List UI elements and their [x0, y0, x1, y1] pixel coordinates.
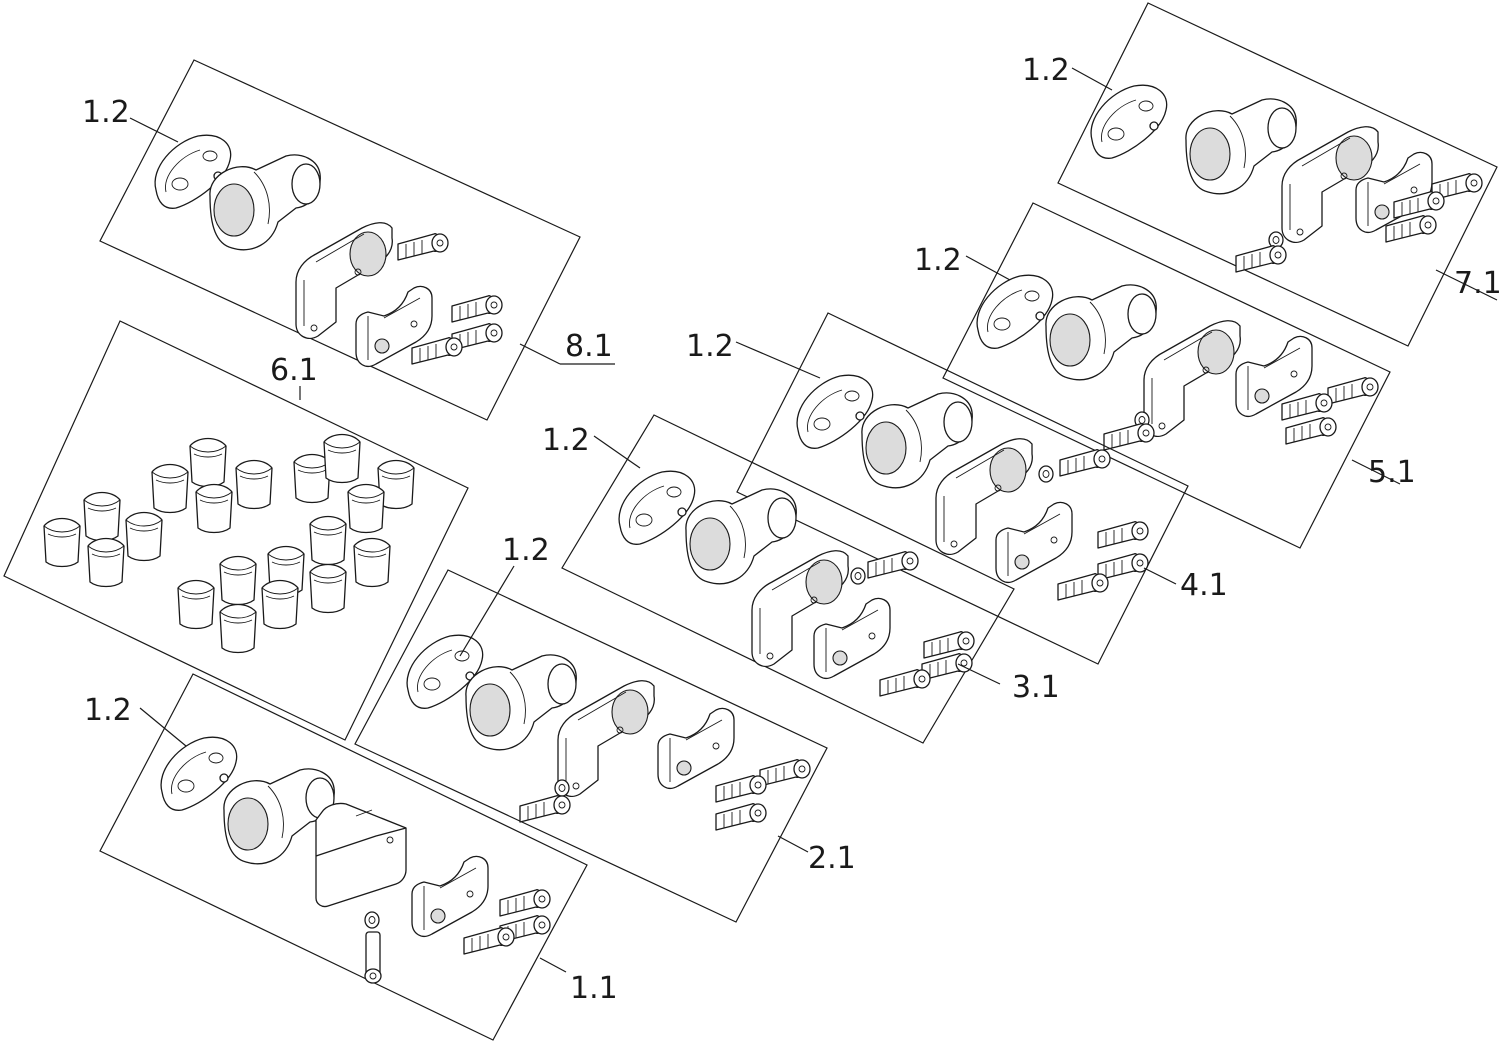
washer	[850, 567, 866, 585]
leader-line	[957, 663, 1001, 685]
washer	[364, 911, 380, 929]
vertical-cap-screw	[364, 931, 382, 984]
leader-line	[1351, 459, 1401, 485]
cap-screw	[463, 927, 515, 955]
cap-screw	[1281, 393, 1333, 421]
part-label: 1.2	[686, 329, 734, 364]
leader-line	[965, 255, 1011, 281]
cap-screw	[411, 337, 463, 365]
cap-screw	[715, 775, 767, 803]
frame-7-1	[1057, 2, 1498, 347]
frame-1-1	[99, 673, 588, 1041]
cap-screw	[1097, 521, 1149, 549]
cap-screw	[715, 803, 767, 831]
group-4-1: 1.2 4.1	[686, 312, 1228, 665]
group-label: 4.1	[1180, 568, 1228, 603]
group-label: 8.1	[565, 329, 613, 364]
cap-screw	[397, 233, 449, 261]
cap-screw	[451, 295, 503, 323]
saddle-half	[813, 597, 891, 680]
leader-line	[539, 957, 567, 973]
clamp-block	[315, 802, 407, 908]
group-8-1: 1.2 8.1	[82, 59, 615, 421]
leader-line	[1143, 567, 1177, 585]
group-1-1: 1.2 1.1	[84, 673, 618, 1041]
group-label: 5.1	[1368, 455, 1416, 490]
part-label: 1.2	[82, 95, 130, 130]
pipe-shell-insert-set	[43, 433, 415, 654]
leader-line	[459, 565, 515, 657]
leader-line	[139, 707, 187, 747]
cap-screw	[1057, 573, 1109, 601]
saddle-half	[995, 501, 1073, 584]
part-label: 1.2	[84, 693, 132, 728]
leader-line	[777, 835, 809, 853]
cap-screw	[879, 669, 931, 697]
group-7-1: 1.2 7.1	[1022, 2, 1500, 347]
group-label: 1.1	[570, 971, 618, 1006]
group-label: 2.1	[808, 841, 856, 876]
group-label: 3.1	[1012, 670, 1060, 705]
frame-2-1	[354, 569, 828, 923]
t-elbow-connector	[1045, 284, 1157, 381]
washer	[554, 779, 570, 797]
cap-screw	[519, 795, 571, 823]
frame-8-1	[99, 59, 581, 421]
part-label: 1.2	[542, 423, 590, 458]
leader-line	[1071, 67, 1113, 91]
washer	[1038, 465, 1054, 483]
cap-screw	[1103, 423, 1155, 451]
cap-screw	[499, 889, 551, 917]
saddle-half	[411, 855, 489, 938]
saddle-half	[657, 707, 735, 790]
leader-line	[593, 435, 641, 469]
cap-screw	[1285, 417, 1337, 445]
end-cap-plate	[1090, 84, 1168, 159]
frame-3-1	[561, 414, 1015, 744]
leader-line	[1435, 269, 1498, 301]
leader-line	[519, 343, 561, 365]
cap-screw	[1059, 449, 1111, 477]
group-3-1: 1.2 3.1	[542, 414, 1060, 744]
part-label: 1.2	[502, 533, 550, 568]
group-label: 7.1	[1454, 266, 1500, 301]
group-5-1: 1.2 5.1	[914, 202, 1416, 549]
group-2-1: 1.2 2.1	[354, 533, 856, 923]
part-label: 1.2	[1022, 53, 1070, 88]
cap-screw	[1327, 377, 1379, 405]
group-label: 6.1	[270, 353, 318, 388]
clamp-half	[1143, 320, 1241, 438]
cap-screw	[759, 759, 811, 787]
frame-6-1	[3, 320, 469, 741]
frame-5-1	[942, 202, 1391, 549]
t-elbow-connector	[685, 488, 797, 585]
leader-line	[735, 341, 821, 379]
end-cap-plate	[796, 374, 874, 449]
leader-line	[129, 117, 179, 143]
end-cap-plate	[976, 274, 1054, 349]
cap-screw	[1235, 245, 1287, 273]
part-label: 1.2	[914, 243, 962, 278]
group-6-1: 6.1	[3, 320, 469, 741]
t-elbow-connector	[1185, 98, 1297, 195]
end-cap-plate	[618, 470, 696, 545]
frame-4-1	[736, 312, 1189, 665]
